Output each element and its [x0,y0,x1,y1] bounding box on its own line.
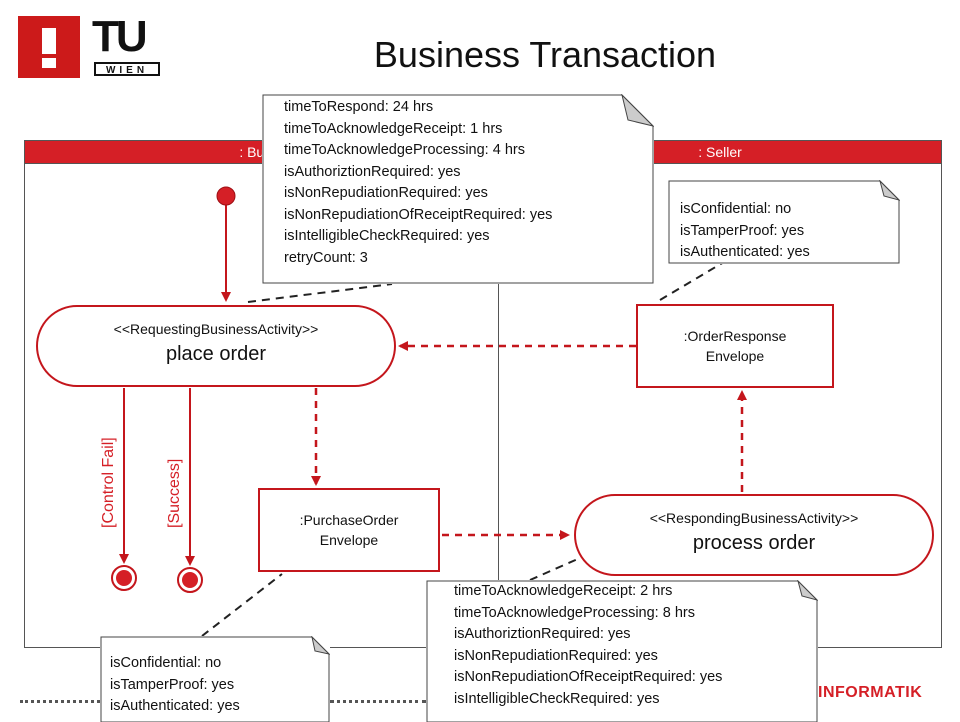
responding-activity: <<RespondingBusinessActivity>> process o… [574,494,934,576]
note-line: timeToAcknowledgeProcessing: 4 hrs [284,142,525,158]
response-envelope-line: :OrderResponse [683,328,787,344]
guard-success: [Success] [166,458,183,528]
requesting-stereotype: <<RequestingBusinessActivity>> [113,321,319,337]
note-line: timeToRespond: 24 hrs [284,99,434,115]
note-line: isNonRepudiationOfReceiptRequired: yes [284,206,553,223]
requesting-activity: <<RequestingBusinessActivity>> place ord… [36,305,396,387]
tu-wien-logo: TU WIEN [92,12,162,78]
note-line: isIntelligibleCheckRequired: yes [284,228,490,244]
note-anchor-requesting [247,283,393,303]
requesting-note: timeToRespond: 24 hrs timeToAcknowledgeR… [262,94,654,284]
exclamation-logo-icon [18,16,80,78]
note-line: timeToAcknowledgeReceipt: 2 hrs [454,583,673,599]
note-line: isConfidential: no [110,655,222,671]
response-envelope-line: Envelope [705,348,765,364]
note-line: isTamperProof: yes [110,676,235,693]
purchase-envelope-line: :PurchaseOrder [299,512,399,528]
page-title: Business Transaction [373,34,717,75]
note-line: isAuthoriztionRequired: yes [284,163,461,180]
note-line: isNonRepudiationRequired: yes [454,647,658,664]
requesting-activity-name: place order [165,343,267,365]
purchase-envelope-note: isConfidential: no isTamperProof: yes is… [100,636,330,722]
final-node-fail-inner-icon [116,570,132,586]
footer-dotted-rule [330,700,426,703]
purchase-order-envelope: :PurchaseOrder Envelope [258,488,440,572]
note-line: isIntelligibleCheckRequired: yes [454,690,660,707]
footer-brand: INFORMATIK [818,684,923,701]
note-line: retryCount: 3 [284,249,368,266]
responding-note: timeToAcknowledgeReceipt: 2 hrs timeToAc… [426,580,818,722]
note-anchor-purchase-envelope [201,573,283,637]
order-response-envelope: :OrderResponse Envelope [636,304,834,388]
responding-activity-name: process order [692,532,816,554]
note-line: isAuthenticated: yes [110,698,240,714]
footer-dotted-rule [20,700,100,703]
note-line: isConfidential: no [680,201,792,217]
note-line: timeToAcknowledgeReceipt: 1 hrs [284,120,503,137]
note-line: isNonRepudiationOfReceiptRequired: yes [454,669,723,685]
note-anchor-response-envelope [659,261,725,301]
note-anchor-responding [529,557,581,581]
guard-control-fail: [Control Fail] [100,437,117,528]
note-line: timeToAcknowledgeProcessing: 8 hrs [454,604,695,621]
note-line: isAuthenticated: yes [680,244,810,260]
note-line: isAuthoriztionRequired: yes [454,626,631,642]
response-envelope-note: isConfidential: no isTamperProof: yes is… [668,180,900,264]
responding-stereotype: <<RespondingBusinessActivity>> [649,510,859,526]
note-line: isNonRepudiationRequired: yes [284,185,488,201]
note-line: isTamperProof: yes [680,222,805,239]
initial-node-icon [216,186,236,206]
final-node-success-inner-icon [182,572,198,588]
purchase-envelope-line: Envelope [319,532,379,548]
